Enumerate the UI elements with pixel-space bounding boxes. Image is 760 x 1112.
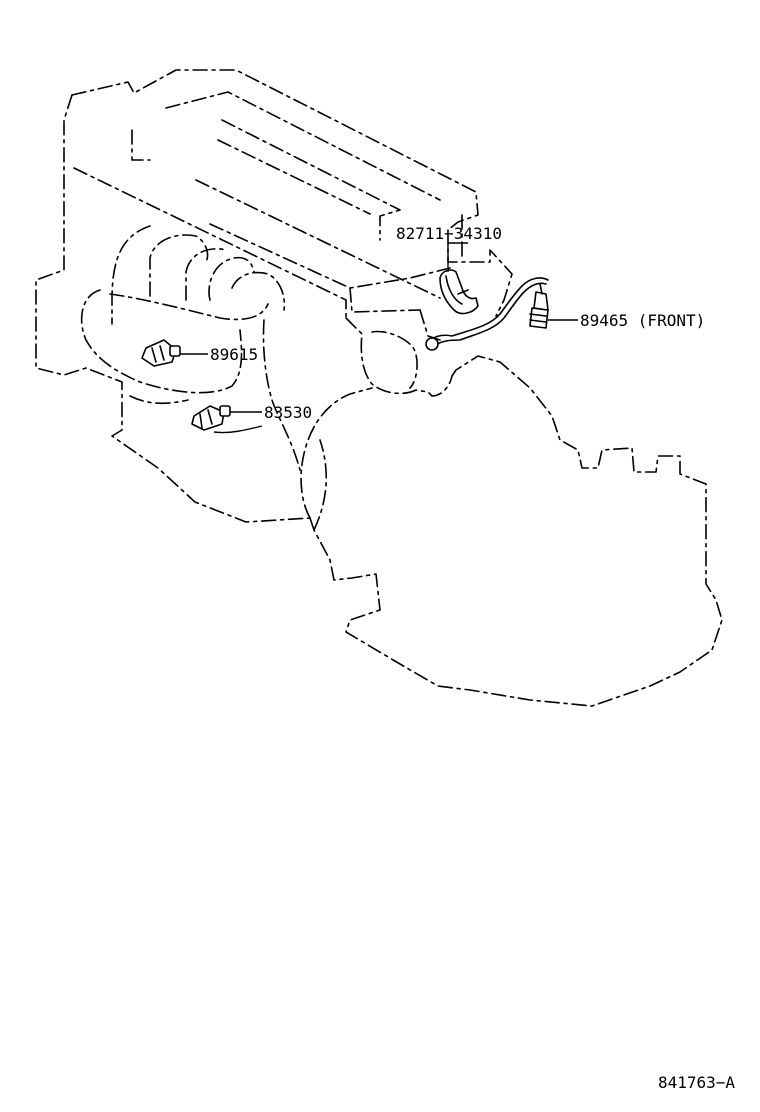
part-label-89615: 89615	[210, 345, 258, 364]
part-label-89465: 89465 (FRONT)	[580, 311, 705, 330]
part-label-82711: 82711−34310	[396, 224, 502, 243]
engine-outline	[35, 69, 723, 707]
leader-82711	[447, 242, 468, 272]
leader-lines	[180, 242, 578, 434]
part-label-83530: 83530	[264, 403, 312, 422]
part-83530-switch	[191, 405, 231, 431]
part-89615-sensor	[141, 339, 181, 367]
part-82711-bracket	[439, 269, 479, 315]
drawing-number: 841763−A	[658, 1073, 735, 1092]
part-89465-oxygen-sensor	[425, 277, 549, 351]
leader-83530	[213, 411, 263, 434]
